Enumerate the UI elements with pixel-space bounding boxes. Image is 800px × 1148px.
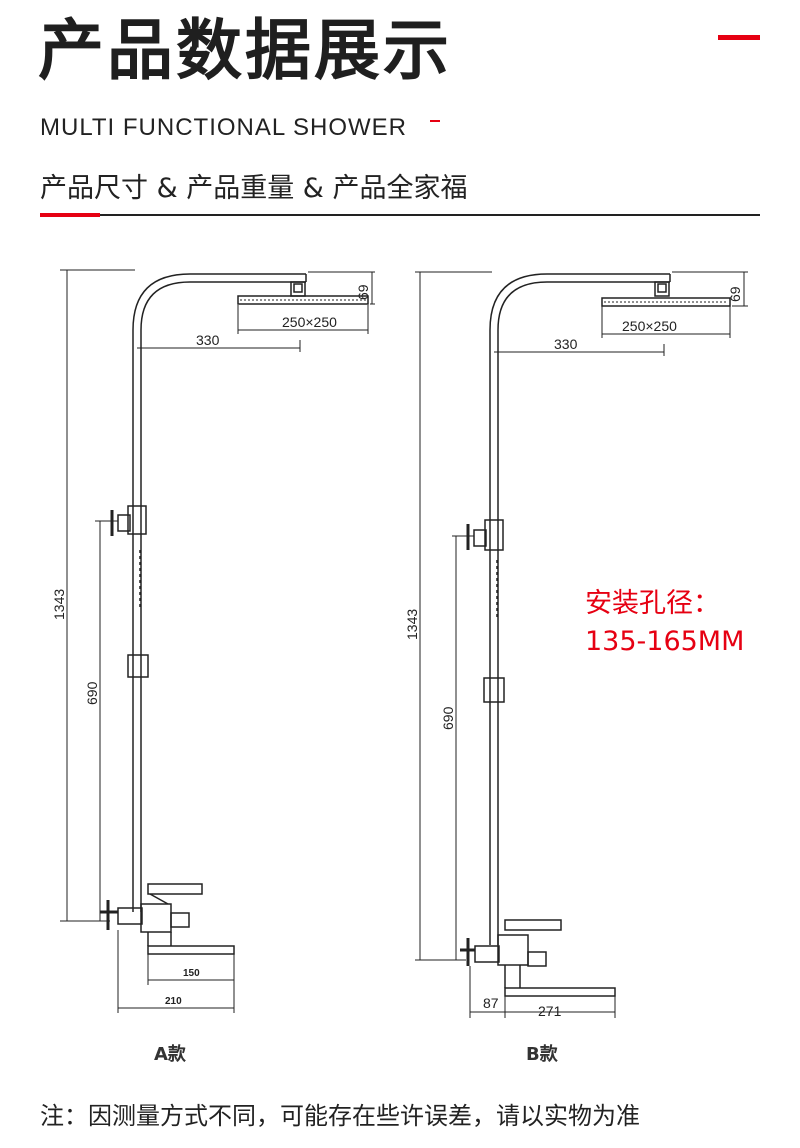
b-total-height-label: 1343: [404, 609, 420, 640]
a-spout-label: 150: [183, 968, 200, 979]
shower-dimension-drawing: 250×250 330 69 1343 690 150 210 250×250 …: [51, 269, 748, 1019]
a-arm-length-label: 330: [196, 332, 220, 348]
model-b-label: B款: [526, 1044, 558, 1065]
model-b-drawing: [460, 273, 731, 997]
b-head-size-label: 250×250: [622, 318, 677, 334]
a-bar-length-label: 690: [84, 681, 100, 705]
install-hole-value: 135-165MM: [585, 626, 745, 657]
b-bar-length-label: 690: [440, 706, 456, 730]
divider-line: [40, 214, 760, 216]
b-left-offset-label: 87: [483, 995, 499, 1011]
b-head-height-label: 69: [727, 286, 743, 302]
section-subtitle: 产品尺寸 & 产品重量 & 产品全家福: [40, 173, 468, 204]
accent-tick: [430, 120, 440, 122]
divider-accent: [40, 213, 100, 217]
model-a-drawing: [100, 273, 369, 955]
a-total-height-label: 1343: [51, 589, 67, 620]
b-spout-label: 271: [538, 1003, 562, 1019]
a-head-height-label: 69: [355, 284, 371, 300]
page-title: 产品数据展示: [38, 12, 452, 89]
install-hole-note: 安装孔径： 135-165MM: [585, 585, 744, 661]
accent-bar: [718, 35, 760, 40]
english-subtitle: MULTI FUNCTIONAL SHOWER: [40, 114, 408, 141]
model-a-label: A款: [154, 1044, 186, 1065]
a-head-size-label: 250×250: [282, 314, 337, 330]
a-width-label: 210: [165, 996, 182, 1007]
install-hole-title: 安装孔径：: [585, 588, 720, 619]
footnote: 注：因测量方式不同，可能存在些许误差，请以实物为准: [40, 1102, 640, 1130]
b-arm-length-label: 330: [554, 336, 578, 352]
